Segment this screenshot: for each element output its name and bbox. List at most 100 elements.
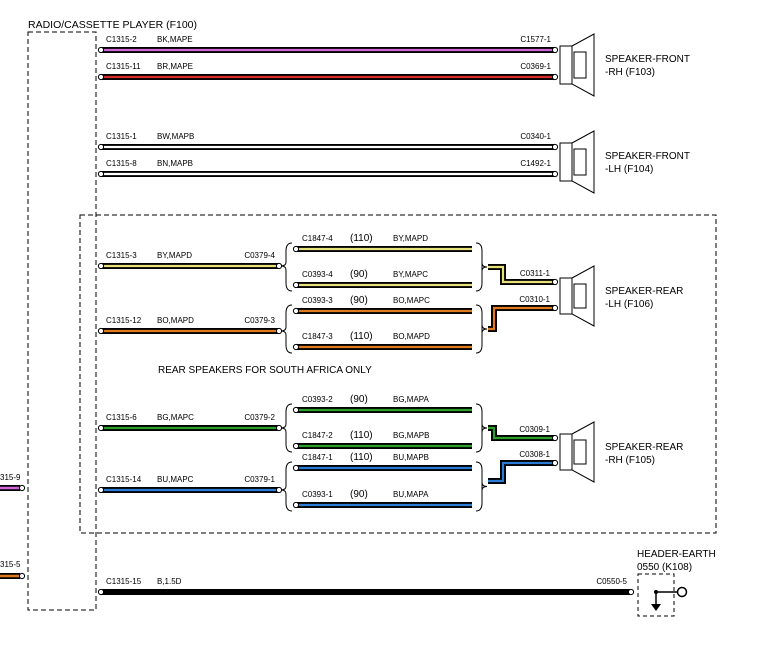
- branch-conn-label: C1847-3: [302, 332, 333, 341]
- speaker-name-line1: SPEAKER-FRONT: [605, 151, 690, 162]
- wire-w2: C1315-11 BR,MAPE C0369-1: [97, 62, 559, 81]
- branch-length-label: (90): [350, 394, 368, 405]
- branch-conn-label: C0393-2: [302, 395, 333, 404]
- branch-code-label: BY,MAPC: [393, 270, 428, 279]
- wire-end-label: C0379-1: [244, 475, 275, 484]
- branch-conn-label: C1847-4: [302, 234, 333, 243]
- branch-conn-label: C0393-3: [302, 296, 333, 305]
- wire-pin-label: C1315-1: [106, 132, 137, 141]
- wire-code-label: B,1.5D: [157, 577, 182, 586]
- rear-wire-r2: C0310-1: [488, 295, 559, 332]
- earth-label-line2: 0550 (K108): [637, 562, 692, 573]
- branch-code-label: BO,MAPD: [393, 332, 430, 341]
- wire-pin-label: C1315-14: [106, 475, 142, 484]
- wire-end-label: C0369-1: [520, 62, 551, 71]
- rear-conn-label: C0311-1: [520, 269, 551, 278]
- branch-b6: C1847-2 (110) BG,MAPB: [292, 430, 472, 450]
- speaker-name-line2: -LH (F104): [605, 164, 653, 175]
- split-bracket: [280, 242, 488, 292]
- branch-b1: C1847-4 (110) BY,MAPD: [292, 233, 472, 253]
- wire-end-label: C0340-1: [520, 132, 551, 141]
- rear-conn-label: C0308-1: [519, 450, 550, 459]
- branch-b3: C0393-3 (90) BO,MAPC: [292, 295, 472, 315]
- split-bracket: [280, 403, 488, 453]
- branch-code-label: BU,MAPA: [393, 490, 429, 499]
- split-bracket: [280, 304, 488, 354]
- split-bracket: [280, 461, 488, 512]
- earth-header-box: [637, 573, 675, 617]
- wire-code-label: BN,MAPB: [157, 159, 193, 168]
- branch-conn-label: C0393-1: [302, 490, 333, 499]
- rear-conn-label: C0309-1: [519, 425, 550, 434]
- branch-b7: C1847-1 (110) BU,MAPB: [292, 452, 472, 472]
- wire-w6: C1315-12 BO,MAPD C0379-3: [97, 316, 283, 335]
- wire-pin-label: C1315-8: [106, 159, 137, 168]
- wire-w7: C1315-6 BG,MAPC C0379-2: [97, 413, 283, 432]
- radio-module-outline: [27, 31, 97, 611]
- branch-length-label: (90): [350, 269, 368, 280]
- wire-w8: C1315-14 BU,MAPC C0379-1: [97, 475, 283, 494]
- earth-label-line1: HEADER-EARTH: [637, 549, 716, 560]
- wire-code-label: BR,MAPE: [157, 62, 193, 71]
- left-partial-wire-1: 315-9: [0, 473, 26, 492]
- wire-pin-label: C1315-11: [106, 62, 141, 71]
- wire-pin-label: C1315-2: [106, 35, 137, 44]
- diagram-title: RADIO/CASSETTE PLAYER (F100): [28, 19, 197, 31]
- wire-pin-label: C1315-6: [106, 413, 137, 422]
- branch-code-label: BU,MAPB: [393, 453, 429, 462]
- branch-conn-label: C1847-2: [302, 431, 333, 440]
- speaker-name-line1: SPEAKER-FRONT: [605, 54, 690, 65]
- speaker-icon: [559, 421, 595, 483]
- branch-b8: C0393-1 (90) BU,MAPA: [292, 489, 472, 509]
- branch-code-label: BG,MAPB: [393, 431, 429, 440]
- wire-w4: C1315-8 BN,MAPB C1492-1: [97, 159, 559, 178]
- branch-length-label: (90): [350, 295, 368, 306]
- left-partial-wire-2: 315-5: [0, 560, 26, 580]
- branch-code-label: BY,MAPD: [393, 234, 428, 243]
- speaker-group: SPEAKER-FRONT -RH (F103) SPEAKER-FRONT -LH …: [559, 33, 690, 483]
- speaker-name-line1: SPEAKER-REAR: [605, 286, 683, 297]
- speaker-icon: [559, 130, 595, 194]
- branch-code-label: BO,MAPC: [393, 296, 430, 305]
- branch-length-label: (110): [350, 452, 373, 463]
- branch-length-label: (110): [350, 233, 373, 244]
- earth-symbol-icon: [651, 586, 688, 611]
- branch-b2: C0393-4 (90) BY,MAPC: [292, 269, 472, 289]
- wire-w3: C1315-1 BW,MAPB C0340-1: [97, 132, 559, 151]
- wire-code-label: BG,MAPC: [157, 413, 194, 422]
- rear-wire-r1: C0311-1: [488, 264, 559, 286]
- wire-end-label: C1492-1: [520, 159, 551, 168]
- branch-length-label: (90): [350, 489, 368, 500]
- wire-end-label: C0379-4: [244, 251, 275, 260]
- rear-speaker-option-box: [79, 214, 717, 534]
- left-pin-label: 315-5: [0, 560, 21, 569]
- wire-code-label: BW,MAPB: [157, 132, 194, 141]
- wire-end-label: C1577-1: [520, 35, 551, 44]
- rear-wire-r4: C0308-1: [488, 450, 559, 484]
- branch-length-label: (110): [350, 430, 373, 441]
- branch-conn-label: C0393-4: [302, 270, 333, 279]
- branch-code-label: BG,MAPA: [393, 395, 430, 404]
- rear-conn-label: C0310-1: [519, 295, 550, 304]
- wire-code-label: BU,MAPC: [157, 475, 194, 484]
- wire-end-label: C0550-5: [596, 577, 627, 586]
- wire-code-label: BY,MAPD: [157, 251, 192, 260]
- branch-conn-label: C1847-1: [302, 453, 333, 462]
- branch-length-label: (110): [350, 331, 373, 342]
- wire-code-label: BO,MAPD: [157, 316, 194, 325]
- wire-end-label: C0379-3: [244, 316, 275, 325]
- speaker-name-line2: -LH (F106): [605, 299, 653, 310]
- speaker-name-line2: -RH (F103): [605, 67, 655, 78]
- wire-end-label: C0379-2: [244, 413, 275, 422]
- speaker-icon: [559, 33, 595, 97]
- branch-b5: C0393-2 (90) BG,MAPA: [292, 394, 472, 414]
- rear-speaker-note: REAR SPEAKERS FOR SOUTH AFRICA ONLY: [158, 365, 372, 376]
- left-pin-label: 315-9: [0, 473, 21, 482]
- wire-pin-label: C1315-12: [106, 316, 142, 325]
